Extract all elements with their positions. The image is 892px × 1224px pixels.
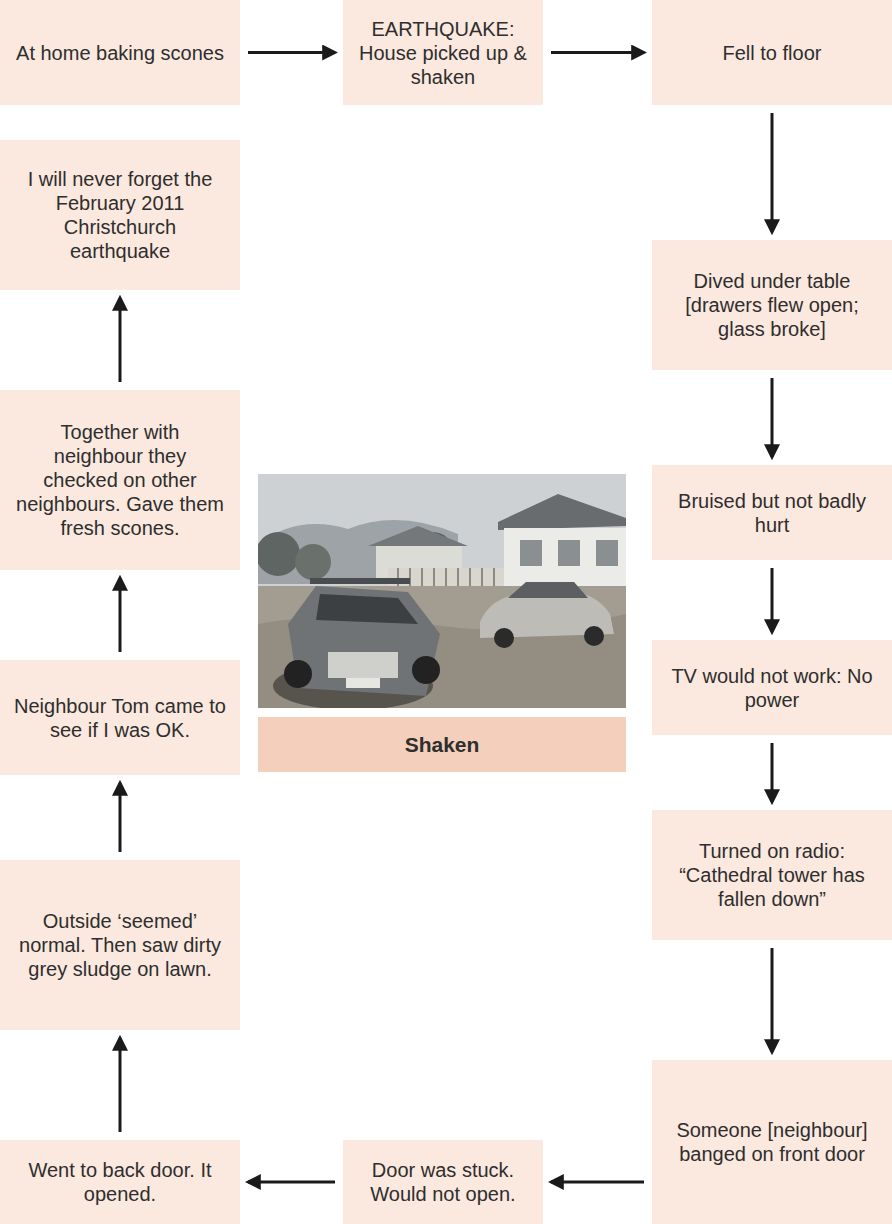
photo-detail	[328, 652, 398, 678]
box-text: Neighbour Tom came to see if I was OK.	[14, 694, 226, 742]
box-text: I will never forget the February 2011 Ch…	[14, 167, 226, 263]
process-box: I will never forget the February 2011 Ch…	[0, 140, 240, 290]
photo-detail	[368, 526, 468, 546]
photo-detail	[520, 540, 542, 566]
photo-detail	[508, 582, 588, 598]
photo-detail	[316, 594, 418, 624]
box-text: At home baking scones	[16, 41, 224, 65]
process-box: Neighbour Tom came to see if I was OK.	[0, 660, 240, 775]
box-text: Fell to floor	[723, 41, 822, 65]
photo-detail	[558, 540, 580, 566]
photo-detail	[584, 626, 604, 646]
process-box: Bruised but not badly hurt	[652, 465, 892, 560]
photo-detail	[498, 494, 626, 530]
flow-arrow	[771, 568, 774, 632]
photo-detail	[494, 628, 514, 648]
caption-box: Shaken	[258, 717, 626, 772]
box-text: EARTHQUAKE: House picked up & shaken	[357, 17, 529, 89]
process-box: Dived under table [drawers flew open; gl…	[652, 240, 892, 370]
process-box: Went to back door. It opened.	[0, 1140, 240, 1224]
photo-detail	[412, 656, 440, 684]
photo-detail	[346, 678, 380, 688]
flow-arrow	[119, 783, 122, 852]
box-text: Someone [neighbour] banged on front door	[666, 1118, 878, 1166]
process-box: Outside ‘seemed’ normal. Then saw dirty …	[0, 860, 240, 1030]
flow-arrow	[119, 298, 122, 382]
box-text: Shaken	[405, 732, 480, 757]
flow-arrow	[551, 1181, 644, 1184]
box-text: Together with neighbour they checked on …	[14, 420, 226, 540]
photo-detail	[284, 660, 312, 688]
flow-arrow	[119, 578, 122, 652]
photo-detail	[310, 578, 410, 584]
process-box: Door was stuck. Would not open.	[343, 1140, 543, 1224]
process-box: EARTHQUAKE: House picked up & shaken	[343, 0, 543, 105]
process-box: Turned on radio: “Cathedral tower has fa…	[652, 810, 892, 940]
photo-detail	[295, 544, 331, 580]
box-text: Turned on radio: “Cathedral tower has fa…	[666, 839, 878, 911]
box-text: Outside ‘seemed’ normal. Then saw dirty …	[14, 909, 226, 981]
photo-detail	[258, 474, 626, 708]
process-box: At home baking scones	[0, 0, 240, 105]
earthquake-photo	[258, 474, 626, 708]
flow-arrow	[771, 948, 774, 1052]
flow-arrow	[771, 378, 774, 457]
flow-arrow	[119, 1038, 122, 1132]
box-text: TV would not work: No power	[666, 664, 878, 712]
box-text: Went to back door. It opened.	[14, 1158, 226, 1206]
flow-arrow	[248, 1181, 335, 1184]
flow-arrow	[248, 51, 335, 54]
box-text: Door was stuck. Would not open.	[357, 1158, 529, 1206]
flow-arrow	[771, 113, 774, 232]
process-box: Someone [neighbour] banged on front door	[652, 1060, 892, 1224]
box-text: Dived under table [drawers flew open; gl…	[666, 269, 878, 341]
flow-arrow	[551, 51, 644, 54]
process-box: Fell to floor	[652, 0, 892, 105]
process-box: Together with neighbour they checked on …	[0, 390, 240, 570]
flow-arrow	[771, 743, 774, 802]
box-text: Bruised but not badly hurt	[666, 489, 878, 537]
process-box: TV would not work: No power	[652, 640, 892, 735]
photo-detail	[596, 540, 618, 566]
photo-detail	[258, 532, 300, 576]
